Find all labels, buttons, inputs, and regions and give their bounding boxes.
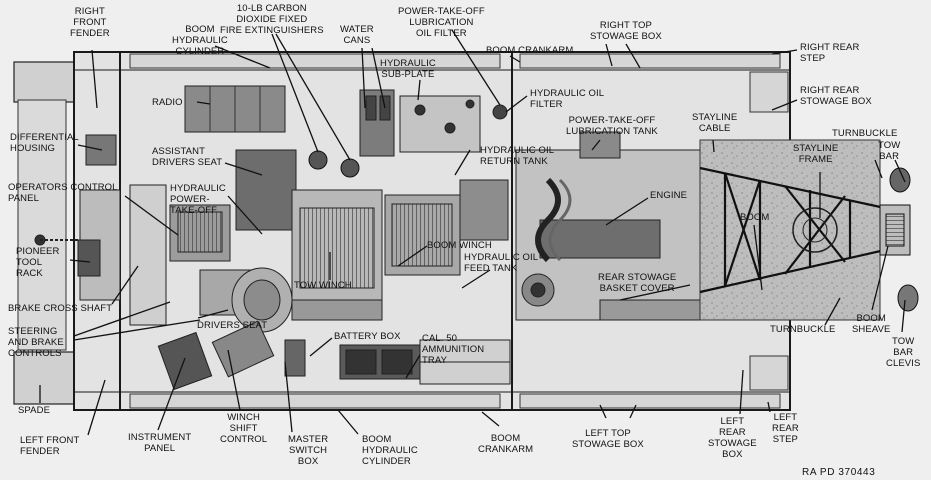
leader-lines xyxy=(39,29,906,436)
driver-compartment xyxy=(34,134,297,333)
label-brake-cross-shaft: BRAKE CROSS SHAFT xyxy=(8,303,113,314)
label-right-front-fender: RIGHT FRONT FENDER xyxy=(70,6,110,39)
label-left-rear-step: LEFT REAR STEP xyxy=(772,412,799,445)
label-boom-sheave: BOOM SHEAVE xyxy=(852,313,891,335)
label-left-front-fender: LEFT FRONT FENDER xyxy=(20,435,80,457)
label-water-cans: WATER CANS xyxy=(340,24,374,46)
front-fenders xyxy=(13,61,75,405)
label-operators-control-panel: OPERATORS CONTROL PANEL xyxy=(8,182,118,204)
label-boom-crankarm-bottom: BOOM CRANKARM xyxy=(478,433,534,455)
label-pto-lubrication-tank: POWER-TAKE-OFF LUBRICATION TANK xyxy=(566,115,658,137)
label-tow-bar: TOW BAR xyxy=(878,140,901,162)
label-assistant-drivers-seat: ASSISTANT DRIVERS SEAT xyxy=(152,146,223,168)
right-front-fender-shape xyxy=(13,61,75,103)
label-boom-winch: BOOM WINCH xyxy=(427,240,492,251)
label-differential-housing: DIFFERENTIAL HOUSING xyxy=(10,132,79,154)
label-hydraulic-pto: HYDRAULIC POWER- TAKE-OFF xyxy=(170,183,226,216)
label-right-top-stowage-box: RIGHT TOP STOWAGE BOX xyxy=(590,20,662,42)
label-engine: ENGINE xyxy=(650,190,688,201)
label-steering-brake-controls: STEERING AND BRAKE CONTROLS xyxy=(8,326,64,359)
stowage-boxes xyxy=(129,53,789,409)
label-radio: RADIO xyxy=(152,97,183,108)
label-hydraulic-sub-plate: HYDRAULIC SUB-PLATE xyxy=(380,58,436,80)
label-spade: SPADE xyxy=(18,405,51,416)
label-hydraulic-oil-return-tank: HYDRAULIC OIL RETURN TANK xyxy=(480,145,555,167)
label-instrument-panel: INSTRUMENT PANEL xyxy=(128,432,192,454)
lower-controls-shape xyxy=(157,320,306,391)
label-co2-fire-extinguishers: 10-LB CARBON DIOXIDE FIXED FIRE EXTINGUI… xyxy=(220,3,324,36)
tow-winch-shape xyxy=(291,189,383,321)
engine-shape xyxy=(492,104,707,321)
radio-shape xyxy=(184,85,286,133)
label-boom-hydraulic-cylinder-top: BOOM HYDRAULIC CYLINDER xyxy=(172,24,228,57)
label-battery-box: BATTERY BOX xyxy=(334,331,401,342)
label-tow-bar-clevis: TOW BAR CLEVIS xyxy=(886,336,921,369)
boom-frame-shape xyxy=(699,166,886,294)
tow-bar-shape xyxy=(879,167,919,312)
left-front-fender-shape xyxy=(13,351,75,405)
label-winch-shift-control: WINCH SHIFT CONTROL xyxy=(220,412,268,445)
label-hydraulic-oil-filter: HYDRAULIC OIL FILTER xyxy=(530,88,605,110)
label-pto-oil-filter: POWER-TAKE-OFF LUBRICATION OIL FILTER xyxy=(398,6,485,39)
rear-basket-shape xyxy=(699,139,881,321)
label-cal50-ammunition-tray: CAL. 50 AMMUNITION TRAY xyxy=(422,333,485,366)
reference-code: RA PD 370443 xyxy=(802,467,876,478)
water-cans-shape xyxy=(359,89,481,157)
label-boom-crankarm-top: BOOM CRANKARM xyxy=(486,45,574,56)
boom-winch-shape xyxy=(384,179,509,276)
label-stayline-frame: STAYLINE FRAME xyxy=(793,143,839,165)
label-left-rear-stowage-box: LEFT REAR STOWAGE BOX xyxy=(708,416,757,460)
label-left-top-stowage-box: LEFT TOP STOWAGE BOX xyxy=(572,428,644,450)
battery-box-shape xyxy=(339,339,511,385)
label-right-rear-step: RIGHT REAR STEP xyxy=(800,42,860,64)
label-turnbuckle-bottom: TURNBUCKLE xyxy=(770,324,836,335)
label-right-rear-stowage-box: RIGHT REAR STOWAGE BOX xyxy=(800,85,872,107)
label-master-switch-box: MASTER SWITCH BOX xyxy=(288,434,329,467)
label-drivers-seat: DRIVERS SEAT xyxy=(197,320,268,331)
label-pioneer-tool-rack: PIONEER TOOL RACK xyxy=(16,246,60,279)
spade-shape xyxy=(17,99,67,351)
label-tow-winch: TOW WINCH xyxy=(294,280,352,291)
label-turnbuckle-top: TURNBUCKLE xyxy=(832,128,898,139)
label-stayline-cable: STAYLINE CABLE xyxy=(692,112,738,134)
label-rear-stowage-basket-cover: REAR STOWAGE BASKET COVER xyxy=(598,272,677,294)
label-boom: BOOM xyxy=(740,212,770,223)
label-boom-hydraulic-cylinder-bottom: BOOM HYDRAULIC CYLINDER xyxy=(362,434,418,467)
stayline-drum-shape xyxy=(792,207,838,253)
label-hydraulic-oil-feed-tank: HYDRAULIC OIL FEED TANK xyxy=(464,252,539,274)
